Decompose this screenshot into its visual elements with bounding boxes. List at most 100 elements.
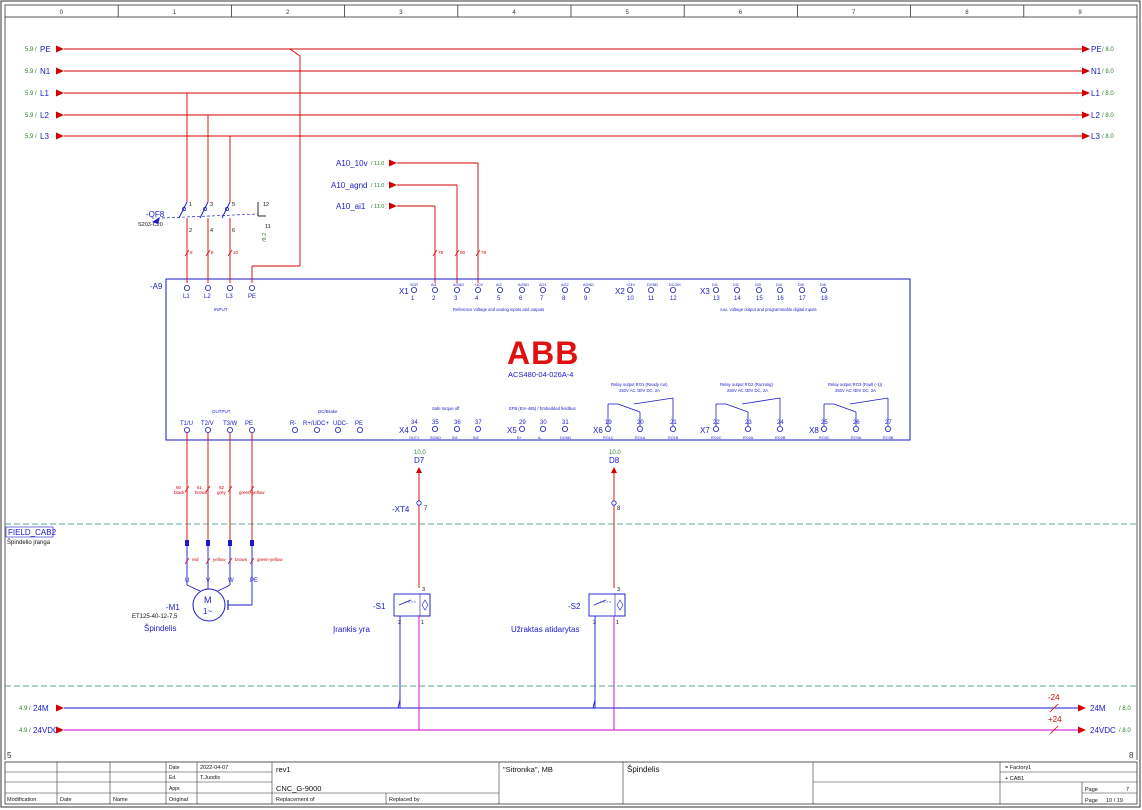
terminal-7: 7 bbox=[424, 506, 428, 512]
tb-replacement-label: Replacement of bbox=[276, 797, 315, 803]
dc-bus-arrow-left-24VDC bbox=[56, 726, 64, 734]
x1-pin-name-8: AO2 bbox=[561, 283, 569, 287]
tb-project: CNC_G-9000 bbox=[276, 784, 321, 793]
bus-arrow-right-PE bbox=[1082, 45, 1090, 53]
wire-tick-2 bbox=[227, 249, 233, 257]
bus-arrow-right-N1 bbox=[1082, 67, 1090, 75]
x1-wire-num-2: 78 bbox=[438, 250, 444, 255]
motor-field-color-1: yellow bbox=[213, 557, 226, 562]
output-terminal-1 bbox=[204, 426, 211, 433]
x3-pin-14: 14 bbox=[734, 296, 741, 302]
breaker-aux-ref: /9.2 bbox=[262, 233, 268, 242]
x3-pin-name-16: DI4 bbox=[776, 283, 782, 287]
x1-caption: Reference voltage and analog inputs and … bbox=[453, 307, 544, 312]
dc-bus-out-ref-24M: / 8.0 bbox=[1119, 706, 1131, 712]
analog-arrow-1 bbox=[389, 181, 397, 189]
field-tag: FIELD_CAB2 bbox=[8, 528, 57, 537]
tb-appr-label: Appr. bbox=[169, 786, 181, 792]
x6-pin-name-19: RO1C bbox=[603, 436, 614, 440]
wire bbox=[725, 403, 749, 413]
bus-label-left-L3: L3 bbox=[40, 132, 49, 141]
tb-date-label: Date bbox=[169, 765, 180, 771]
ferrule-2 bbox=[228, 540, 232, 546]
analog-ref-0: / 11.0 bbox=[371, 161, 384, 167]
cross-label-1: D8 bbox=[609, 456, 620, 465]
x2-terminal-12 bbox=[670, 286, 677, 293]
dc-bus-label-left-24VDC: 24VDC bbox=[33, 726, 59, 735]
x1-tag: X1 bbox=[399, 287, 409, 296]
dc-bus-label-right-24M: 24M bbox=[1090, 704, 1106, 713]
x6-terminal-21 bbox=[670, 425, 677, 432]
sensor-diamond-icon-1 bbox=[616, 599, 624, 611]
wire bbox=[227, 557, 233, 565]
x7-pin-name-22: RO2C bbox=[711, 436, 722, 440]
output-terminal-2 bbox=[226, 426, 233, 433]
motor-field-color-0: red bbox=[192, 557, 199, 562]
breaker-pole-bot-2: 6 bbox=[232, 228, 235, 234]
sensor-diamond-icon-0 bbox=[421, 599, 429, 611]
breaker-thermal-1 bbox=[203, 207, 207, 211]
x4-tag: X4 bbox=[399, 426, 409, 435]
sensor-contact-0 bbox=[398, 599, 412, 606]
wire-tick-1 bbox=[205, 249, 211, 257]
wire-tick-0 bbox=[184, 249, 190, 257]
x1-wire-num-0: 79 bbox=[481, 250, 487, 255]
ruler-col-6: 6 bbox=[739, 10, 743, 16]
x3-terminal-18 bbox=[821, 286, 828, 293]
x1-pin-3: 3 bbox=[454, 296, 458, 302]
x5-terminal-29 bbox=[519, 425, 526, 432]
motor-tag: -M1 bbox=[166, 603, 180, 612]
bus-label-right-L1: L1 bbox=[1091, 89, 1100, 98]
output-term-label-2: T3/W bbox=[223, 421, 238, 427]
x2-pin-name-12: DCOM bbox=[669, 283, 681, 287]
x1-pin-name-3: AGND bbox=[453, 283, 464, 287]
x6-pin-19: 19 bbox=[605, 420, 612, 426]
x1-terminal-3 bbox=[453, 286, 460, 293]
x2-tag: X2 bbox=[615, 287, 625, 296]
x3-terminal-15 bbox=[756, 286, 763, 293]
ruler-col-0: 0 bbox=[60, 10, 64, 16]
x1-pin-6: 6 bbox=[519, 296, 523, 302]
bus-out-ref-L2: / 8.0 bbox=[1102, 113, 1114, 119]
x5-pin-30: 30 bbox=[540, 420, 547, 426]
output-term-label-1: T2/V bbox=[201, 421, 214, 427]
bus-label-left-N1: N1 bbox=[40, 67, 51, 76]
x6-terminal-19 bbox=[605, 425, 612, 432]
motor-tick-1 bbox=[205, 485, 211, 493]
x8-tag: X8 bbox=[809, 426, 819, 435]
x1-tick-0 bbox=[475, 249, 481, 257]
x1-terminal-1 bbox=[410, 286, 417, 293]
ruler-col-1: 1 bbox=[173, 10, 177, 16]
x3-terminal-17 bbox=[799, 286, 806, 293]
x3-caption: Aux. voltage output and programmable dig… bbox=[720, 307, 817, 312]
bus-ref-L3: 5.9 / bbox=[25, 134, 37, 140]
x6-pin-name-20: RO1A bbox=[635, 436, 646, 440]
x4-pin-34: 34 bbox=[411, 420, 418, 426]
bus-arrow-left-L3 bbox=[56, 132, 64, 140]
output-term-label-0: T1/U bbox=[180, 421, 193, 427]
x3-pin-18: 18 bbox=[821, 296, 828, 302]
x7-terminal-23 bbox=[745, 425, 752, 432]
x8-pin-25: 25 bbox=[821, 420, 828, 426]
breaker-pole-top-1: 3 bbox=[210, 202, 213, 208]
x8-pin-26: 26 bbox=[853, 420, 860, 426]
signal-arrow-1 bbox=[611, 467, 617, 473]
signal-arrow-0 bbox=[416, 467, 422, 473]
x2-terminal-11 bbox=[648, 286, 655, 293]
input-term-label-0: L1 bbox=[183, 294, 190, 300]
analog-arrow-0 bbox=[389, 159, 397, 167]
breaker-link bbox=[161, 213, 259, 219]
bus-arrow-right-L2 bbox=[1082, 111, 1090, 119]
bus-label-right-N1: N1 bbox=[1091, 67, 1102, 76]
wire bbox=[184, 557, 190, 565]
dc-bus-ref-24M: 4.9 / bbox=[19, 706, 31, 712]
sensor-tag-1: -S2 bbox=[568, 602, 581, 611]
dc-bus-label-left-24M: 24M bbox=[33, 704, 49, 713]
xt4-terminal-0 bbox=[416, 500, 422, 506]
x6-pin-21: 21 bbox=[670, 420, 677, 426]
motor-term-W: W bbox=[228, 578, 234, 584]
x4-terminal-34 bbox=[410, 425, 417, 432]
